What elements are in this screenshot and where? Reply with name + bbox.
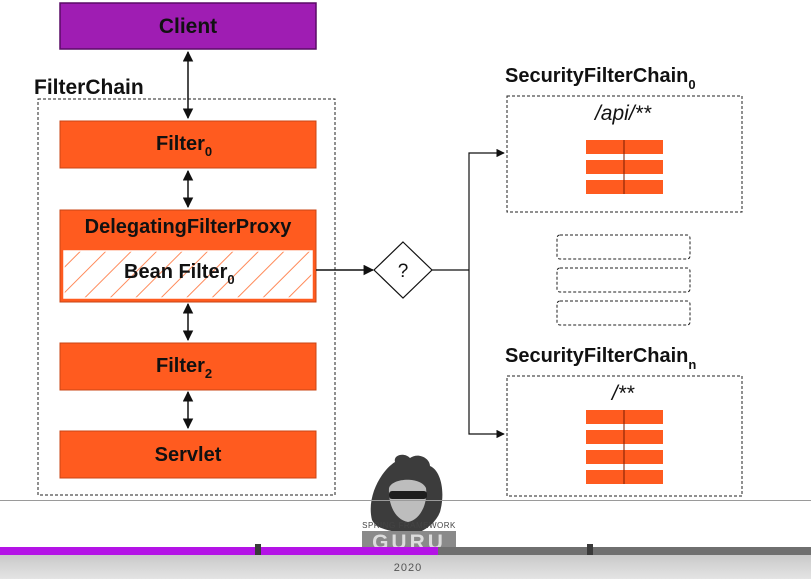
guru-sunglasses: [389, 491, 427, 499]
filter0-label: Filter0: [156, 133, 212, 159]
security-chain-n-filters: [586, 410, 663, 484]
branch-to-chain0: [468, 148, 505, 270]
security-chain-n-title: SecurityFilterChainn: [505, 345, 696, 372]
player-top-divider: [0, 500, 811, 501]
video-progress-fill: [0, 547, 438, 555]
filterchain-container: [37, 98, 336, 496]
chapter-marker[interactable]: [587, 544, 594, 557]
servlet-label: Servlet: [155, 444, 222, 466]
filter2-box: [59, 342, 317, 391]
delegating-filter-proxy-label: DelegatingFilterProxy: [85, 216, 293, 238]
logo-word-plate: [362, 531, 456, 551]
video-progress-bar[interactable]: [0, 544, 811, 557]
client-label: Client: [159, 15, 217, 38]
security-chain-0-title: SecurityFilterChain0: [505, 65, 696, 92]
branch-to-chainn: [468, 270, 505, 439]
decision-label: ?: [398, 261, 409, 282]
security-chain-0-filters: [586, 140, 663, 194]
logo-caption: SPRING FRAMEWORK: [362, 521, 456, 530]
bean-filter-box: [63, 250, 313, 299]
security-chain-0-box: [506, 95, 743, 213]
servlet-box: [59, 430, 317, 479]
video-player-bar: [0, 500, 811, 579]
filterchain-title: FilterChain: [34, 76, 144, 99]
player-controls-area: [0, 555, 811, 579]
spring-framework-guru-logo: SPRING FRAMEWORK GURU: [362, 454, 456, 554]
filter2-label: Filter2: [156, 355, 212, 381]
security-chain-0-pattern: /api/**: [593, 102, 652, 125]
security-chain-n-box: [506, 375, 743, 497]
chain-placeholder-3: [556, 300, 691, 326]
chain-placeholder-1: [556, 234, 691, 260]
chapter-marker[interactable]: [254, 544, 261, 557]
decision-diamond: [373, 241, 433, 299]
security-chain-n-pattern: /**: [610, 382, 635, 405]
client-box: [59, 2, 317, 50]
logo-year: 2020: [393, 562, 423, 574]
filter0-box: [59, 120, 317, 169]
chain-placeholder-2: [556, 267, 691, 293]
bean-filter-label: Bean Filter0: [124, 261, 235, 287]
